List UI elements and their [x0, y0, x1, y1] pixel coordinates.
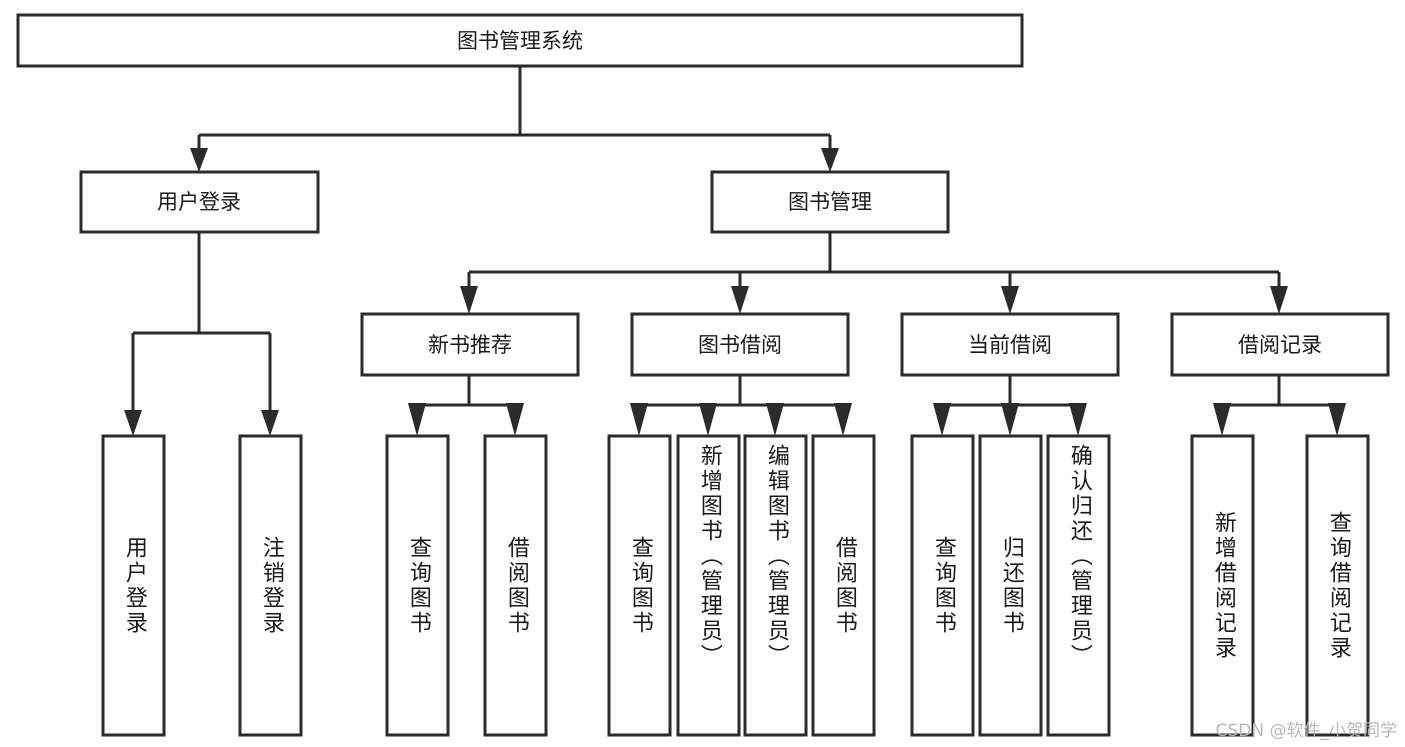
arrow-bookmgmt-to-current	[1001, 286, 1019, 314]
node-borrow-record-label: 借阅记录	[1238, 333, 1322, 357]
leaf-box-book-borrow-1[interactable]	[607, 434, 672, 737]
arrow-bookmgmt-to-new-book	[460, 286, 478, 314]
node-current-borrow[interactable]: 当前借阅	[900, 312, 1120, 377]
leaf-box-user-login-1[interactable]	[101, 434, 166, 737]
leaf-box-user-login-2[interactable]	[238, 434, 303, 737]
arrow-current-leaf-2	[1001, 403, 1019, 436]
leaf-box-current-borrow-1[interactable]	[910, 434, 975, 737]
leaf-box-book-borrow-2[interactable]	[676, 434, 741, 737]
node-book-management-label: 图书管理	[788, 190, 872, 214]
arrow-current-leaf-1	[933, 403, 951, 436]
leaf-box-borrow-record-1[interactable]	[1190, 434, 1255, 737]
node-book-management-box[interactable]	[710, 170, 950, 234]
node-current-borrow-box[interactable]	[900, 312, 1120, 377]
leaf-box-book-borrow-3[interactable]	[743, 434, 808, 737]
leaf-box-new-book-1[interactable]	[385, 434, 450, 737]
arrow-borrow-leaf-4	[834, 403, 852, 436]
connector-group	[124, 66, 1346, 436]
arrow-borrow-leaf-1	[630, 403, 648, 436]
arrow-newbook-leaf-1	[408, 403, 426, 436]
arrow-userlogin-leaf-1	[124, 410, 142, 436]
node-root[interactable]: 图书管理系统	[16, 13, 1024, 68]
arrow-record-leaf-1	[1213, 403, 1231, 436]
arrow-newbook-leaf-2	[506, 403, 524, 436]
node-book-borrow-box[interactable]	[630, 312, 850, 377]
leaf-box-borrow-record-2[interactable]	[1305, 434, 1370, 737]
leaf-box-current-borrow-2[interactable]	[978, 434, 1043, 737]
leaf-box-new-book-2[interactable]	[483, 434, 548, 737]
arrow-root-to-book-mgmt	[821, 148, 839, 172]
arrow-borrow-leaf-2	[699, 403, 717, 436]
node-current-borrow-label: 当前借阅	[968, 333, 1052, 357]
arrow-bookmgmt-to-record	[1270, 286, 1288, 314]
leaf-box-current-borrow-3[interactable]	[1046, 434, 1111, 737]
node-book-borrow-label: 图书借阅	[698, 333, 782, 357]
node-user-login-label: 用户登录	[157, 190, 241, 214]
node-root-label: 图书管理系统	[457, 29, 583, 53]
arrow-borrow-leaf-3	[766, 403, 784, 436]
leaf-box-group	[101, 434, 1370, 737]
node-borrow-record-box[interactable]	[1170, 312, 1390, 377]
arrow-current-leaf-3	[1069, 403, 1087, 436]
node-user-login-box[interactable]	[79, 170, 320, 234]
node-root-box[interactable]	[16, 13, 1024, 68]
node-book-management[interactable]: 图书管理	[710, 170, 950, 234]
node-new-book-recommend-label: 新书推荐	[428, 333, 512, 357]
node-user-login[interactable]: 用户登录	[79, 170, 320, 234]
leaf-box-book-borrow-4[interactable]	[811, 434, 876, 737]
node-book-borrow[interactable]: 图书借阅	[630, 312, 850, 377]
node-new-book-recommend[interactable]: 新书推荐	[360, 312, 580, 377]
node-new-book-recommend-box[interactable]	[360, 312, 580, 377]
arrow-userlogin-leaf-2	[261, 410, 279, 436]
arrow-record-leaf-2	[1328, 403, 1346, 436]
arrow-bookmgmt-to-borrow	[731, 286, 749, 314]
node-borrow-record[interactable]: 借阅记录	[1170, 312, 1390, 377]
arrow-root-to-user-login	[190, 148, 208, 172]
csdn-watermark: CSDN @软件_小贺同学	[1215, 721, 1397, 741]
